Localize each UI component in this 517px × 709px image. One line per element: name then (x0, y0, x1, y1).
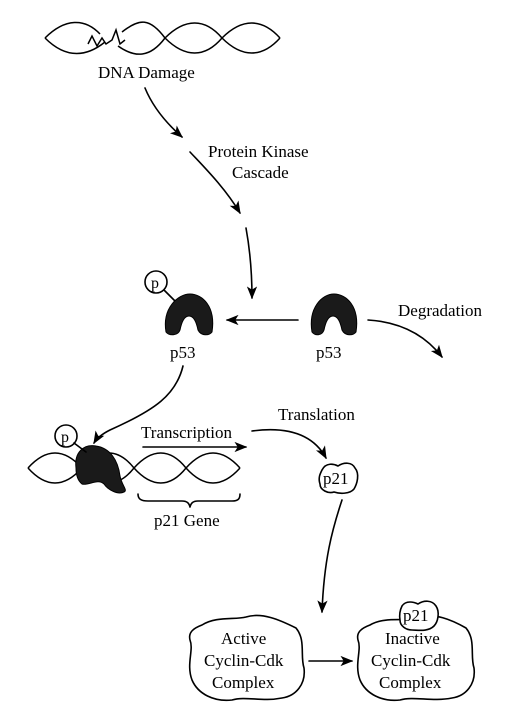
damaged-dna-helix (44, 21, 281, 55)
dna-damage-label: DNA Damage (98, 63, 195, 82)
arrow-degradation (367, 319, 443, 359)
inactive-complex-line2: Cyclin-Cdk (371, 651, 451, 670)
p21-free-label: p21 (323, 469, 349, 488)
dna-strand-top-b (44, 21, 281, 55)
translation-label: Translation (278, 405, 355, 424)
transcription-label: Transcription (141, 423, 232, 442)
degradation-label: Degradation (398, 301, 483, 320)
p21-gene-helix (27, 424, 241, 508)
protein-kinase-label-line1: Protein Kinase (208, 142, 309, 161)
p53-protein-left (164, 293, 214, 336)
phosphate-label-bottom: p (61, 429, 69, 446)
p53-free-label: p53 (316, 343, 342, 362)
protein-kinase-label-line2: Cascade (232, 163, 289, 182)
p21-free-shape (318, 462, 359, 495)
inactive-complex-line1: Inactive (385, 629, 440, 648)
active-complex-line2: Cyclin-Cdk (204, 651, 284, 670)
active-complex-line1: Active (221, 629, 266, 648)
arrow-p53-to-gene (93, 365, 184, 445)
dna-damage-kink (87, 27, 126, 48)
arrow-translation (251, 428, 327, 460)
p21-gene-label: p21 Gene (154, 511, 220, 530)
dna-strand-top-a (44, 21, 281, 55)
p21-bound-shape (398, 600, 439, 632)
phosphate-circle-bottom (54, 424, 78, 448)
dna-strand-bottom-b (27, 452, 241, 484)
p53-phosphorylated-label: p53 (170, 343, 196, 362)
phosphate-link-bottom (73, 442, 87, 453)
p53-bound-to-dna (75, 445, 126, 494)
p53-phosphorylated (144, 270, 214, 336)
arrow-kinase-to-p53 (245, 227, 258, 300)
phosphate-label-top: p (151, 275, 159, 292)
arrow-damage-to-kinase (144, 87, 183, 138)
active-complex-line3: Complex (212, 673, 275, 692)
inactive-complex-line3: Complex (379, 673, 442, 692)
p53-protein-right (310, 293, 358, 336)
p21-gene-bracket (137, 493, 241, 508)
phosphate-circle-top (144, 270, 168, 294)
arrow-cascade-segment (189, 151, 241, 215)
p21-bound-label: p21 (403, 606, 429, 625)
active-complex-shape (188, 614, 306, 702)
arrow-p21-to-complex (317, 499, 343, 614)
